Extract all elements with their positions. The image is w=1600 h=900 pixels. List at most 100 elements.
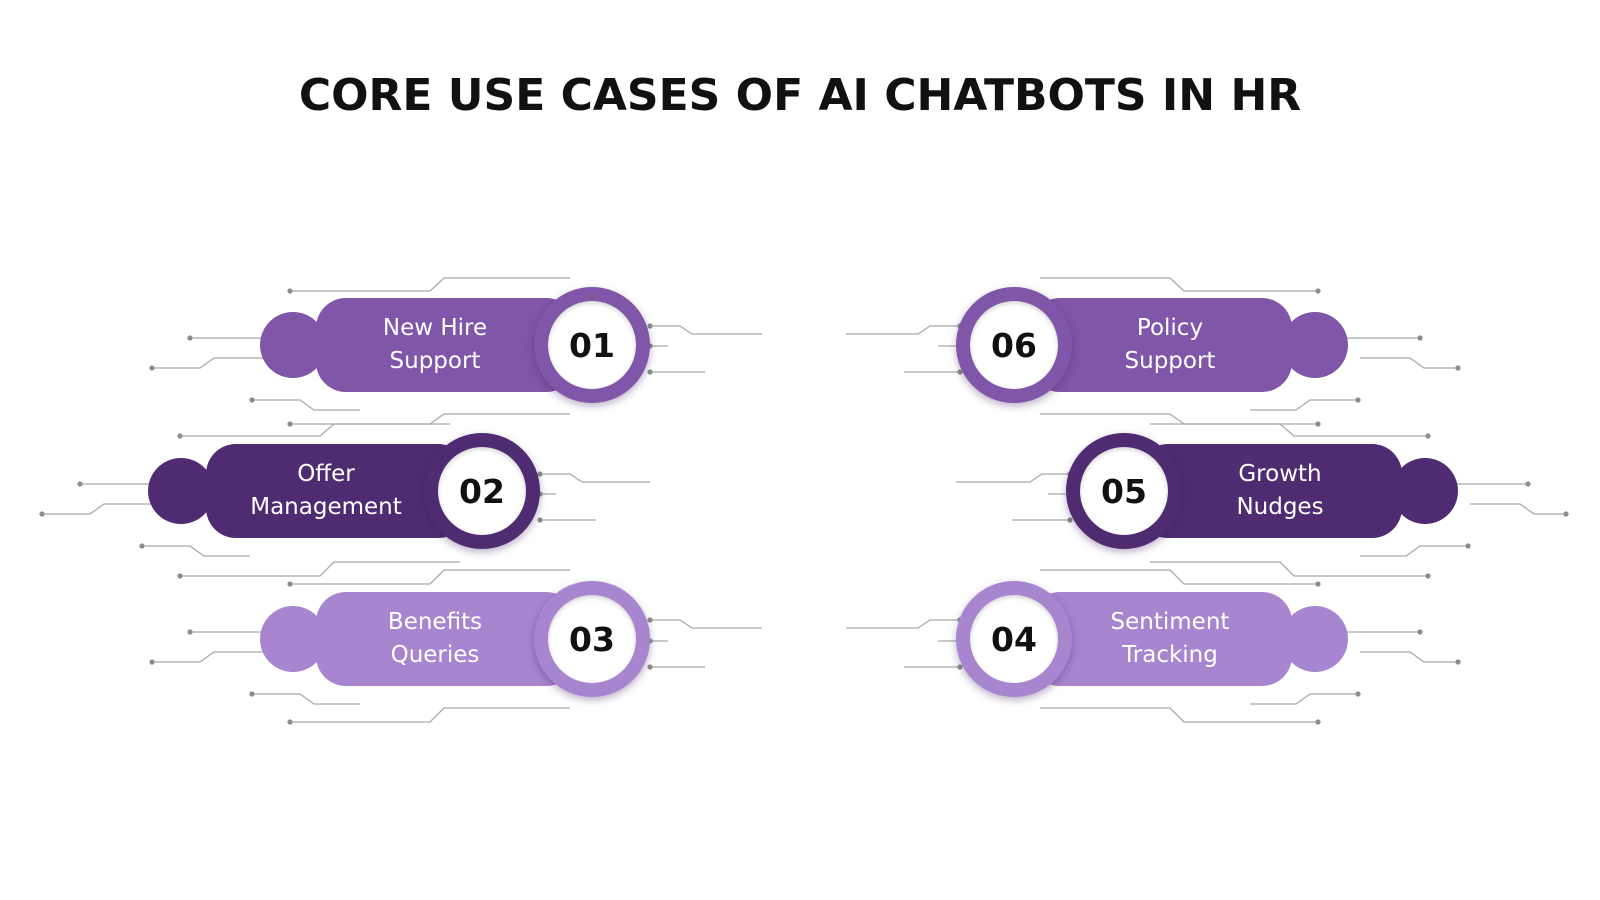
label-line-1: New Hire bbox=[382, 315, 488, 341]
number-badge: 05 bbox=[1080, 447, 1168, 535]
side-bubble bbox=[260, 312, 326, 378]
side-bubble bbox=[148, 458, 214, 524]
connector-dot bbox=[1455, 365, 1461, 371]
connector-dot bbox=[287, 421, 293, 427]
connector-line bbox=[290, 277, 570, 292]
connector-dot bbox=[149, 365, 155, 371]
connector-dot bbox=[1417, 335, 1423, 341]
connector-line bbox=[1250, 693, 1358, 705]
connector-dot bbox=[1355, 691, 1361, 697]
use-case-label: Sentiment Tracking bbox=[1070, 592, 1270, 686]
connector-line bbox=[152, 357, 270, 369]
connector-dot bbox=[249, 397, 255, 403]
use-case-label: Growth Nudges bbox=[1180, 444, 1380, 538]
side-bubble bbox=[1392, 458, 1458, 524]
side-bubble bbox=[1282, 606, 1348, 672]
connector-line bbox=[1040, 569, 1318, 585]
label-pill bbox=[316, 298, 576, 392]
connector-dot bbox=[537, 471, 543, 477]
connector-dot bbox=[249, 691, 255, 697]
number-badge: 04 bbox=[970, 595, 1058, 683]
connector-line bbox=[956, 473, 1070, 483]
use-case-label: New Hire Support bbox=[330, 298, 540, 392]
side-bubble bbox=[1282, 312, 1348, 378]
connector-dot bbox=[537, 517, 543, 523]
connector-line bbox=[252, 693, 360, 705]
use-case-label: Policy Support bbox=[1070, 298, 1270, 392]
label-pill bbox=[1138, 444, 1402, 538]
connector-line bbox=[1360, 357, 1458, 369]
label-pill bbox=[1030, 592, 1292, 686]
connector-line bbox=[142, 545, 250, 557]
connector-line bbox=[290, 413, 570, 425]
connector-dot bbox=[647, 664, 653, 670]
connector-dot bbox=[287, 288, 293, 294]
connector-line bbox=[290, 707, 570, 723]
number-badge: 02 bbox=[438, 447, 526, 535]
connector-line bbox=[1360, 651, 1458, 663]
connector-dot bbox=[139, 543, 145, 549]
connector-dot bbox=[1315, 421, 1321, 427]
connector-dot bbox=[1465, 543, 1471, 549]
connector-dot bbox=[77, 481, 83, 487]
label-pill bbox=[316, 592, 576, 686]
connector-line bbox=[650, 619, 762, 629]
number-badge: 06 bbox=[970, 301, 1058, 389]
label-line-1: Growth bbox=[1238, 461, 1322, 487]
connector-dot bbox=[1425, 573, 1431, 579]
label-line-2: Queries bbox=[390, 642, 480, 668]
connector-dot bbox=[287, 581, 293, 587]
connector-dot bbox=[187, 335, 193, 341]
connector-line bbox=[42, 503, 160, 515]
label-line-2: Tracking bbox=[1122, 642, 1218, 668]
connector-dot bbox=[1315, 288, 1321, 294]
connector-line bbox=[1040, 277, 1318, 292]
label-pill bbox=[1030, 298, 1292, 392]
connector-line bbox=[1150, 561, 1428, 577]
connector-dot bbox=[957, 664, 963, 670]
connector-line bbox=[1250, 399, 1358, 411]
connector-line bbox=[1360, 545, 1468, 557]
connector-dot bbox=[1525, 481, 1531, 487]
connector-dot bbox=[177, 573, 183, 579]
connector-dot bbox=[1425, 433, 1431, 439]
connector-line bbox=[180, 561, 460, 577]
connector-dot bbox=[1417, 629, 1423, 635]
connector-dot bbox=[1455, 659, 1461, 665]
label-line-1: Sentiment bbox=[1110, 609, 1230, 635]
label-line-1: Policy bbox=[1136, 315, 1204, 341]
connector-dot bbox=[1563, 511, 1569, 517]
use-case-label: Offer Management bbox=[222, 444, 430, 538]
label-line-2: Support bbox=[1124, 348, 1216, 374]
label-line-1: Offer bbox=[297, 461, 355, 487]
diagram-title: CORE USE CASES OF AI CHATBOTS IN HR bbox=[298, 70, 1302, 121]
connector-dot bbox=[647, 369, 653, 375]
connector-dot bbox=[647, 617, 653, 623]
label-line-2: Management bbox=[250, 494, 402, 520]
number-badge: 03 bbox=[548, 595, 636, 683]
number-badge: 01 bbox=[548, 301, 636, 389]
connector-line bbox=[180, 423, 450, 437]
connector-line bbox=[1470, 503, 1566, 515]
connector-line bbox=[846, 619, 960, 629]
use-case-label: Benefits Queries bbox=[330, 592, 540, 686]
label-line-1: Benefits bbox=[387, 609, 483, 635]
connector-line bbox=[1040, 413, 1318, 425]
label-line-2: Nudges bbox=[1236, 494, 1324, 520]
connector-dot bbox=[1315, 581, 1321, 587]
connector-dot bbox=[647, 323, 653, 329]
connector-line bbox=[252, 399, 360, 411]
connector-dot bbox=[39, 511, 45, 517]
connector-dot bbox=[1067, 517, 1073, 523]
connector-line bbox=[650, 325, 762, 335]
connector-line bbox=[290, 569, 570, 585]
connector-line bbox=[152, 651, 270, 663]
label-line-2: Support bbox=[389, 348, 481, 374]
connector-dot bbox=[287, 719, 293, 725]
side-bubble bbox=[260, 606, 326, 672]
connector-line bbox=[540, 473, 650, 483]
connector-dot bbox=[177, 433, 183, 439]
connector-line bbox=[1150, 423, 1428, 437]
connector-line bbox=[846, 325, 960, 335]
